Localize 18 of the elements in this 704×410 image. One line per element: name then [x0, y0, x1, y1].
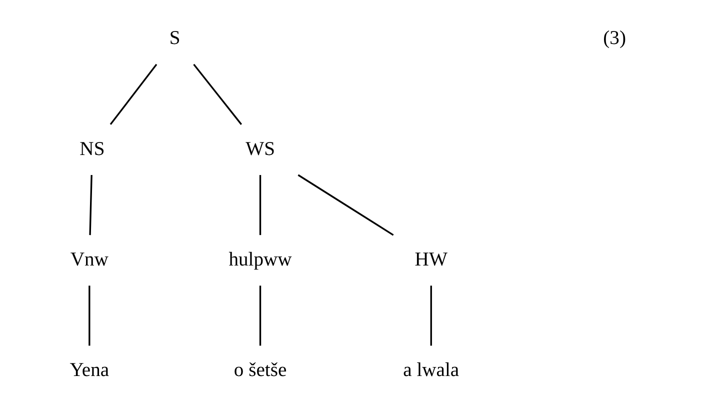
connector: [110, 64, 158, 125]
connector: [430, 286, 432, 346]
connector: [259, 175, 262, 236]
node-text: hulpww: [228, 250, 292, 270]
node-text: Yena: [70, 360, 110, 382]
connector: [88, 286, 90, 346]
connector: [193, 64, 242, 125]
node-text: a lwala: [403, 360, 460, 382]
connector: [89, 175, 92, 236]
node-text: S: [169, 28, 180, 50]
node-text: Vnw: [70, 250, 108, 270]
node-text: NS: [80, 138, 105, 160]
connector: [259, 286, 262, 346]
node-text: HW: [414, 250, 448, 270]
label: (3): [603, 28, 626, 50]
connector: [298, 174, 394, 236]
node-text: WS: [246, 138, 275, 160]
node-text: o šetše: [234, 360, 287, 382]
